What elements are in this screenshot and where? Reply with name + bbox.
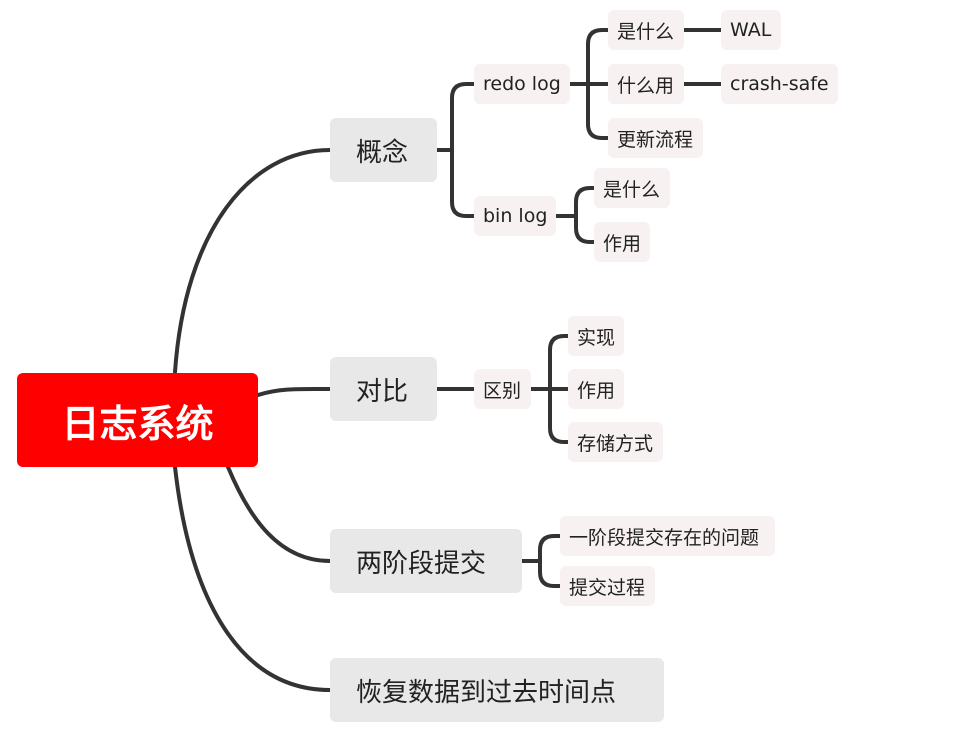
connector-redolog-flow (586, 82, 610, 140)
connector-diff-impl (548, 334, 570, 391)
connector-concept-binlog (450, 148, 476, 218)
subtopic-redo-log[interactable]: redo log (474, 64, 570, 104)
topic-concept[interactable]: 概念 (330, 118, 437, 182)
connector-twophase-process (538, 559, 562, 588)
subtopic-implementation[interactable]: 实现 (568, 316, 624, 356)
subtopic-commit-process[interactable]: 提交过程 (560, 566, 655, 606)
connector-binlog-use (574, 214, 596, 244)
connector-concept-redolog (450, 82, 476, 152)
subtopic-crash-safe[interactable]: crash-safe (721, 64, 838, 104)
connector-root-compare (256, 386, 332, 397)
connector-root-recover (173, 465, 332, 692)
connector-twophase-problem (538, 534, 562, 563)
subtopic-one-phase-problem[interactable]: 一阶段提交存在的问题 (560, 516, 775, 556)
topic-two-phase-commit[interactable]: 两阶段提交 (330, 529, 522, 593)
root-topic[interactable]: 日志系统 (17, 373, 258, 467)
subtopic-storage-method[interactable]: 存储方式 (568, 422, 663, 462)
connector-root-concept (173, 148, 332, 374)
subtopic-bin-log-use[interactable]: 作用 (594, 222, 650, 262)
connector-root-twophase (226, 465, 332, 563)
subtopic-difference[interactable]: 区别 (474, 369, 531, 409)
subtopic-wal[interactable]: WAL (721, 10, 781, 50)
connector-diff-storage (548, 387, 570, 444)
subtopic-update-flow[interactable]: 更新流程 (608, 118, 703, 158)
topic-compare[interactable]: 对比 (330, 357, 437, 421)
subtopic-bin-log-what[interactable]: 是什么 (594, 168, 670, 208)
subtopic-redo-log-use[interactable]: 什么用 (608, 64, 684, 104)
subtopic-redo-log-what[interactable]: 是什么 (608, 10, 684, 50)
subtopic-role[interactable]: 作用 (568, 369, 624, 409)
connector-redolog-what (586, 28, 610, 86)
connector-binlog-what (574, 186, 596, 218)
topic-recover-data[interactable]: 恢复数据到过去时间点 (330, 658, 664, 722)
subtopic-bin-log[interactable]: bin log (474, 196, 556, 236)
